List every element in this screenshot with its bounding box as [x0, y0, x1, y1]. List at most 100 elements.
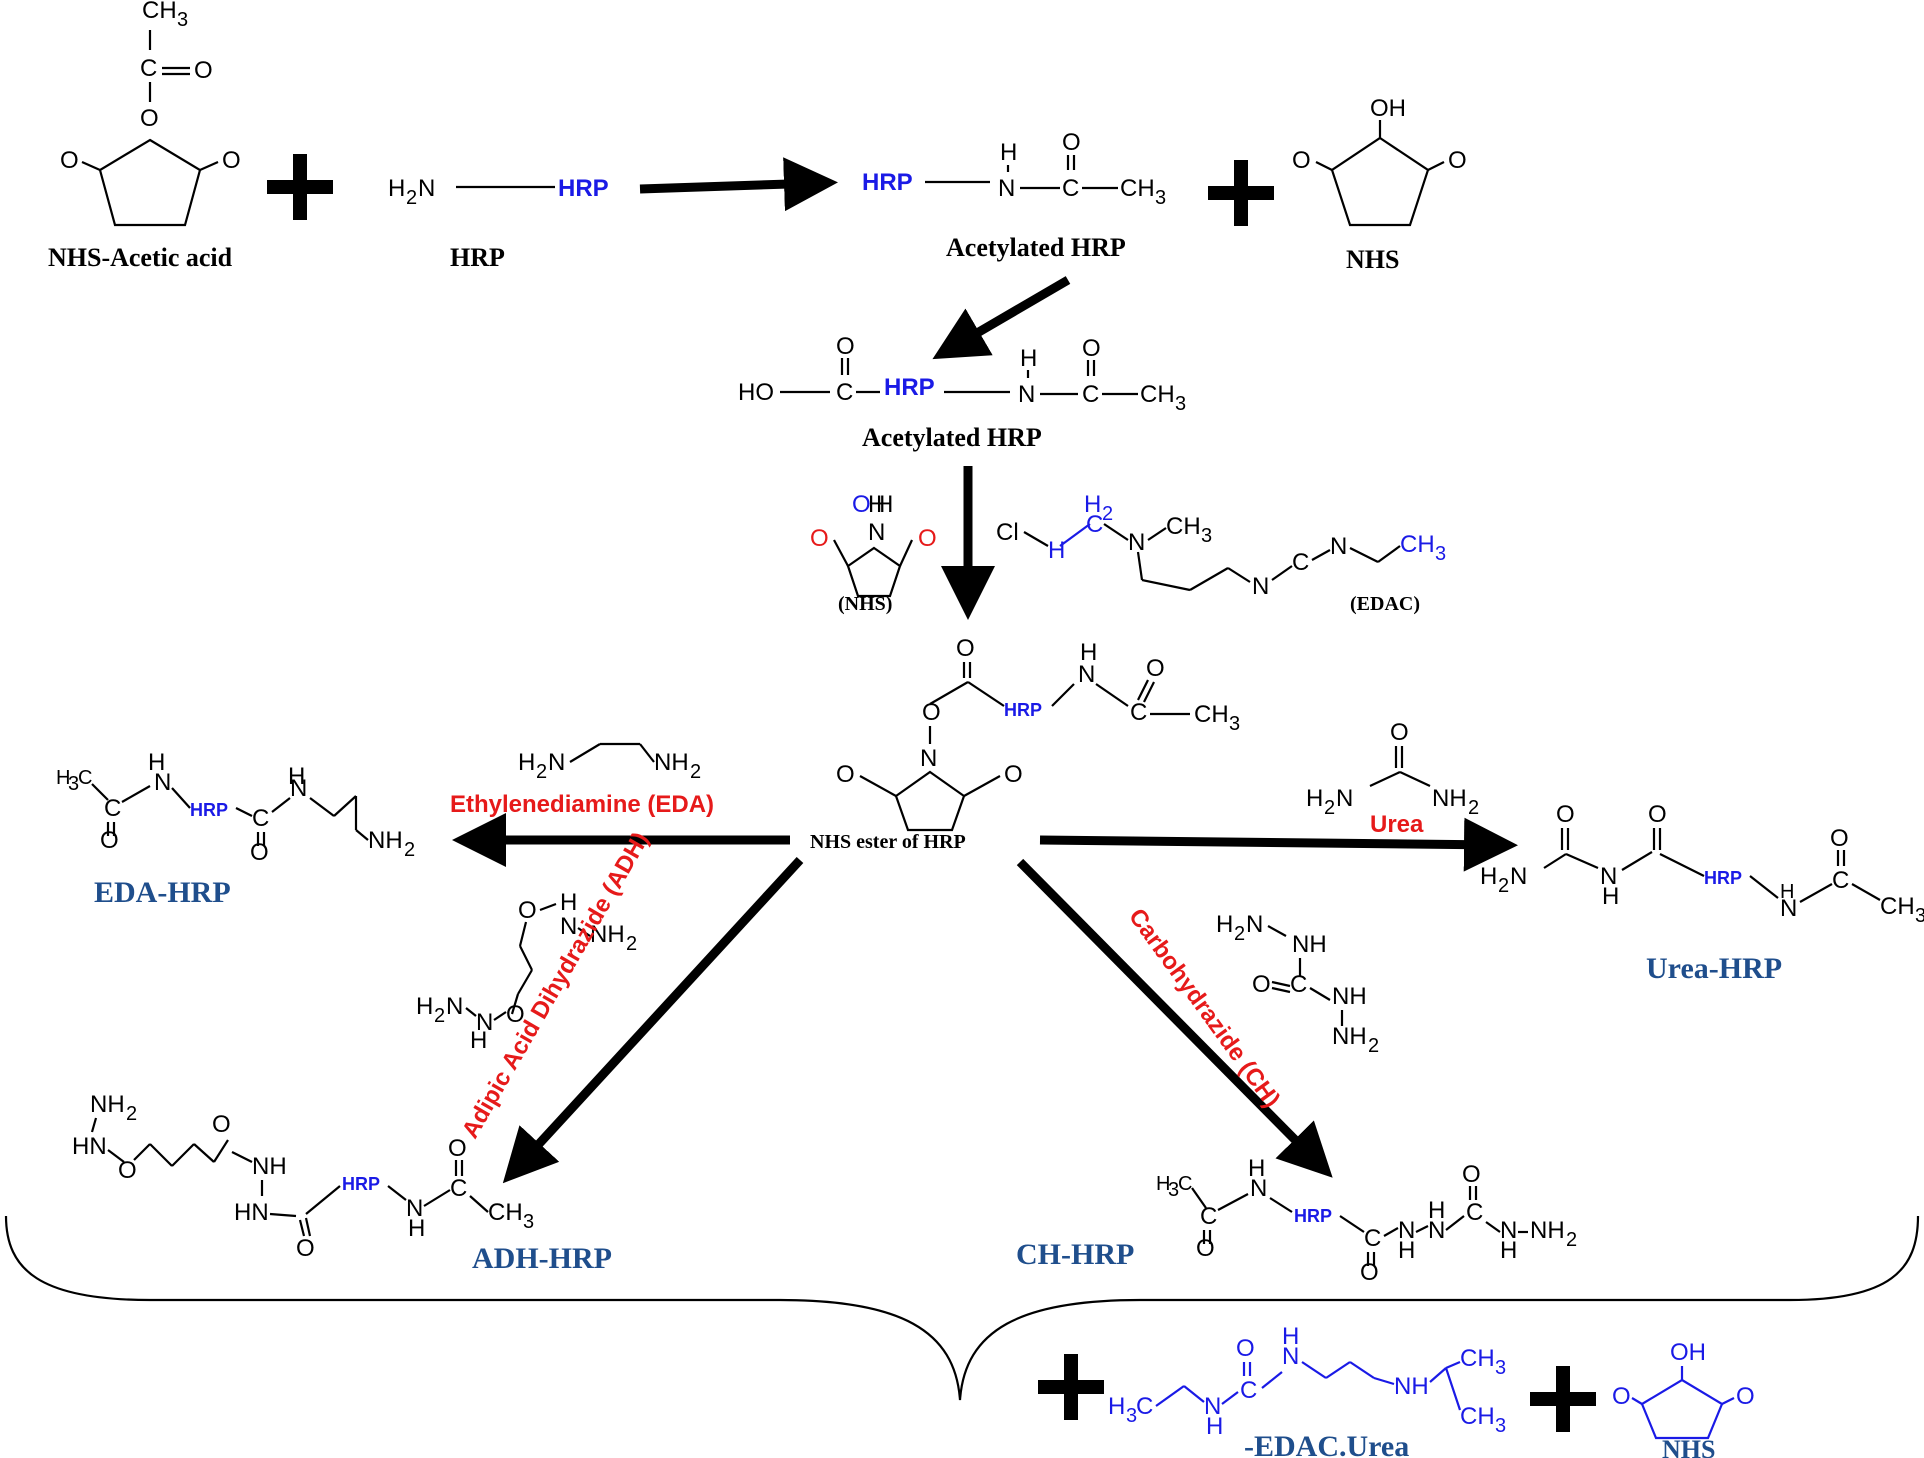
- svg-text:2: 2: [126, 1103, 137, 1125]
- svg-text:Cl: Cl: [996, 519, 1019, 546]
- svg-text:O: O: [1236, 1335, 1255, 1362]
- svg-text:HO: HO: [738, 379, 774, 406]
- svg-text:C: C: [1200, 1203, 1217, 1230]
- svg-text:C: C: [104, 795, 121, 822]
- svg-text:H: H: [1156, 1173, 1170, 1195]
- svg-text:HRP: HRP: [558, 175, 609, 202]
- svg-text:O: O: [1062, 129, 1081, 156]
- svg-text:O: O: [1360, 1259, 1379, 1286]
- svg-text:H: H: [518, 749, 535, 776]
- product-brace: [4, 1215, 1920, 1401]
- svg-text:O: O: [1830, 825, 1849, 852]
- nhs-bottom-structure: OH O O NHS: [1612, 1339, 1755, 1458]
- svg-text:N: N: [1204, 1393, 1221, 1420]
- svg-text:3: 3: [1175, 393, 1186, 415]
- acetylated-hrp-label-1: Acetylated HRP: [946, 233, 1126, 262]
- svg-text:3: 3: [68, 773, 79, 795]
- svg-text:O: O: [1736, 1383, 1755, 1410]
- svg-text:3: 3: [1168, 1179, 1179, 1201]
- svg-text:H: H: [1480, 863, 1497, 890]
- svg-text:CH: CH: [142, 0, 177, 24]
- svg-text:N: N: [1330, 533, 1347, 560]
- svg-text:2: 2: [626, 933, 637, 955]
- svg-text:O: O: [1082, 335, 1101, 362]
- svg-text:C: C: [1832, 867, 1849, 894]
- svg-text:C: C: [1364, 1225, 1381, 1252]
- plus-sign-1: [267, 154, 333, 220]
- svg-text:C: C: [1290, 971, 1307, 998]
- svg-text:OH: OH: [1670, 1339, 1706, 1366]
- svg-text:C: C: [1136, 1393, 1153, 1420]
- svg-text:HN: HN: [234, 1199, 269, 1226]
- svg-text:H: H: [1428, 1197, 1445, 1224]
- svg-text:N: N: [1078, 661, 1095, 688]
- svg-text:NH: NH: [1432, 785, 1467, 812]
- urea-hrp-label: Urea-HRP: [1646, 952, 1782, 985]
- svg-text:N: N: [446, 993, 463, 1020]
- svg-text:C: C: [1130, 699, 1147, 726]
- nhs-ester-label: NHS ester of HRP: [810, 831, 966, 853]
- svg-text:2: 2: [1102, 503, 1113, 525]
- svg-text:N: N: [1428, 1217, 1445, 1244]
- plus-sign-3: [1038, 1354, 1104, 1420]
- svg-text:NH: NH: [1292, 931, 1327, 958]
- svg-text:O: O: [836, 761, 855, 788]
- svg-text:CH: CH: [1400, 531, 1435, 558]
- svg-text:3: 3: [1126, 1405, 1137, 1427]
- svg-text:N: N: [1336, 785, 1353, 812]
- svg-text:C: C: [140, 55, 157, 82]
- svg-text:2: 2: [406, 187, 417, 209]
- svg-text:CH: CH: [1166, 513, 1201, 540]
- svg-text:N: N: [154, 769, 171, 796]
- svg-text:H: H: [1306, 785, 1323, 812]
- nhs-reagent-structure: H O H N O O (NHS): [810, 491, 937, 615]
- adh-hrp-label: ADH-HRP: [472, 1242, 612, 1275]
- svg-text:N: N: [868, 519, 885, 546]
- svg-text:H: H: [1602, 883, 1619, 910]
- plus-sign-2: [1208, 160, 1274, 226]
- svg-text:NH: NH: [1332, 983, 1367, 1010]
- edac-reagent-label: (EDAC): [1350, 593, 1420, 615]
- svg-text:N: N: [406, 1195, 423, 1222]
- svg-text:O: O: [448, 1135, 467, 1162]
- svg-text:O: O: [140, 105, 159, 132]
- svg-text:H: H: [1080, 639, 1097, 666]
- svg-text:3: 3: [1201, 525, 1212, 547]
- svg-text:HRP: HRP: [1004, 700, 1042, 720]
- svg-text:O: O: [1146, 655, 1165, 682]
- svg-text:O: O: [100, 827, 119, 854]
- svg-text:H: H: [408, 1215, 425, 1242]
- svg-text:N: N: [1246, 911, 1263, 938]
- svg-text:O: O: [1252, 971, 1271, 998]
- svg-text:H: H: [1282, 1323, 1299, 1350]
- svg-text:HRP: HRP: [1704, 868, 1742, 888]
- ch-arrow: [1016, 858, 1333, 1178]
- svg-text:H: H: [1000, 139, 1017, 166]
- svg-text:H: H: [560, 889, 577, 916]
- svg-text:O: O: [194, 57, 213, 84]
- svg-text:O: O: [1448, 147, 1467, 174]
- svg-text:NH: NH: [1332, 1023, 1367, 1050]
- plus-sign-4: [1530, 1366, 1596, 1432]
- svg-text:N: N: [418, 175, 435, 202]
- svg-text:3: 3: [1435, 543, 1446, 565]
- svg-text:N: N: [560, 913, 577, 940]
- adh-reagent-label: Adipic Acid Dihydrazide (ADH): [457, 828, 655, 1143]
- svg-text:HN: HN: [72, 1133, 107, 1160]
- hrp-label: HRP: [450, 243, 505, 272]
- svg-text:O: O: [118, 1157, 137, 1184]
- adh-arrow: [502, 856, 804, 1184]
- svg-text:C: C: [1178, 1173, 1192, 1195]
- svg-text:2: 2: [1468, 797, 1479, 819]
- svg-text:N: N: [1252, 573, 1269, 600]
- svg-text:C: C: [78, 767, 92, 789]
- svg-text:CH: CH: [1460, 1345, 1495, 1372]
- svg-text:H: H: [1216, 911, 1233, 938]
